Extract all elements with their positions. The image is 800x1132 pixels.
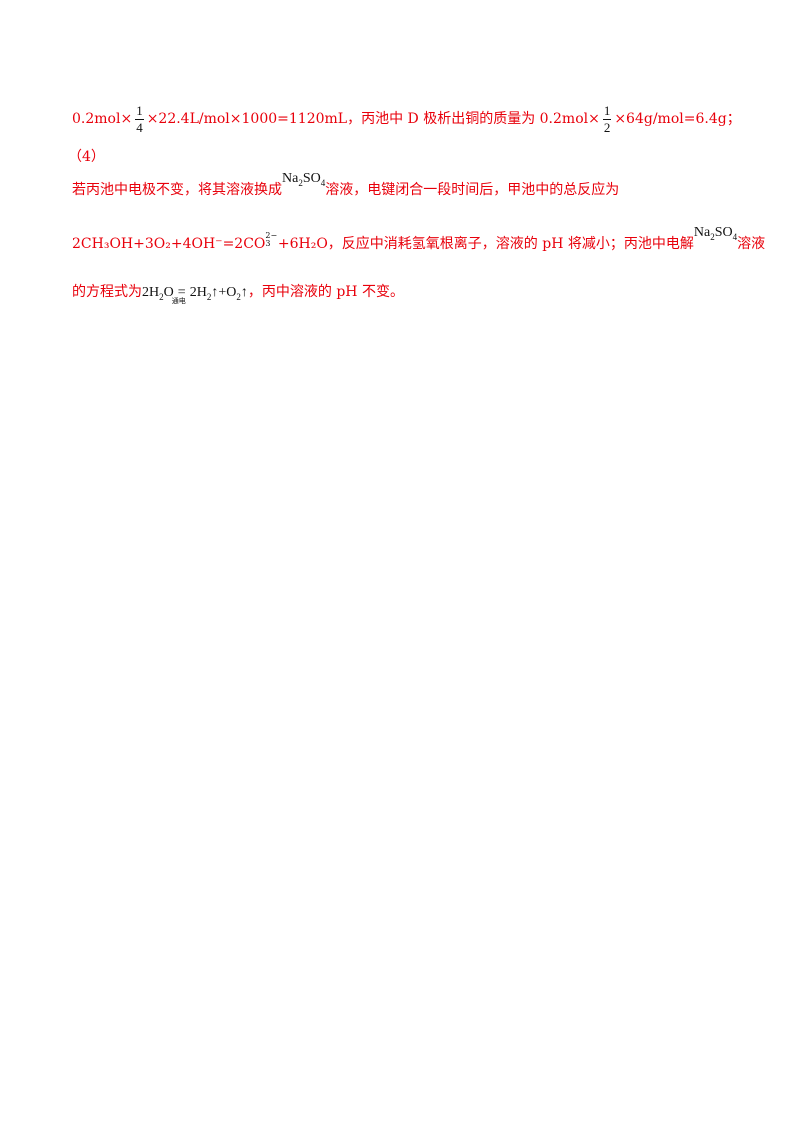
formula-part: +O xyxy=(218,285,237,300)
formula-part: SO xyxy=(714,225,733,240)
text-segment: ，丙中溶液的 pH 不变。 xyxy=(247,284,404,300)
fraction-numerator: 1 xyxy=(135,103,144,120)
equals-with-condition: =通电 xyxy=(172,285,190,305)
formula-part: 2H xyxy=(142,285,160,300)
text-segment: 0.2mol× xyxy=(72,111,133,128)
formula-part: Na xyxy=(282,171,299,186)
text-segment: ×64g/mol=6.4g； xyxy=(614,111,741,128)
text-segment: 溶液，电键闭合一段时间后，甲池中的总反应为 xyxy=(325,182,620,198)
formula-part: Na xyxy=(693,225,711,240)
text-segment: ×22.4L/mol×1000=1120mL，丙池中 D 极析出铜的质量为 0.… xyxy=(146,111,600,128)
text-segment: 若丙池中电极不变，将其溶液换成 xyxy=(72,182,282,198)
formula-part: O xyxy=(163,285,174,300)
formula-na2so4: Na2SO4 xyxy=(282,171,326,188)
text-segment: +6H₂O，反应中消耗氢氧根离子，溶液的 pH 将减小；丙池中电解 xyxy=(273,236,694,252)
equals-sign: = xyxy=(177,285,186,300)
solution-line-solution-change: 若丙池中电极不变，将其溶液换成Na2SO4溶液，电键闭合一段时间后，甲池中的总反… xyxy=(72,172,620,198)
fraction-denominator: 2 xyxy=(603,119,611,135)
formula-subscript: 4 xyxy=(732,231,738,242)
sub-question-number: （4） xyxy=(68,149,105,165)
text-segment: 的方程式为 xyxy=(72,284,142,300)
charge-superscript: 2− xyxy=(265,231,278,240)
formula-subscript: 2 xyxy=(206,291,212,302)
text-segment: 2CH₃OH+3O₂+4OH⁻=2CO xyxy=(72,236,266,252)
formula-subscript: 2 xyxy=(236,291,241,302)
gas-arrow-icon: ↑ xyxy=(211,285,219,300)
gas-arrow-icon: ↑ xyxy=(240,285,248,300)
formula-part: 2H xyxy=(189,285,207,300)
formula-subscript: 4 xyxy=(320,177,326,188)
fraction-numerator: 1 xyxy=(602,103,612,120)
formula-subscript: 2 xyxy=(159,291,164,302)
formula-subscript: 2 xyxy=(710,231,715,242)
reaction-condition: 通电 xyxy=(171,297,186,305)
formula-na2so4: Na2SO4 xyxy=(693,225,738,242)
carbonate-subscript: 3 xyxy=(265,239,271,248)
text-segment: 溶液 xyxy=(737,236,766,252)
formula-part: SO xyxy=(302,171,321,186)
fraction-denominator: 4 xyxy=(136,119,143,135)
formula-subscript: 2 xyxy=(298,177,303,188)
